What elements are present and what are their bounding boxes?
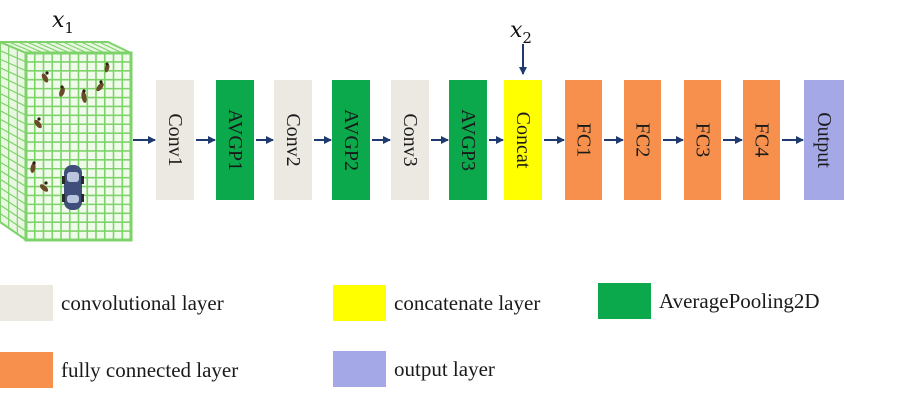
pedestrian-icon — [34, 117, 42, 129]
block-fc2: FC2 — [624, 80, 661, 200]
block-fc4-box — [743, 80, 780, 200]
layer-blocks: Conv1 AVGP1 Conv2 AVGP2 Conv3 AVGP3 Concat FC1 F… — [156, 80, 844, 200]
legend-swatch-concatenate — [333, 285, 386, 321]
legend-item-output: output layer — [333, 351, 495, 387]
pedestrian-icon — [39, 181, 49, 192]
legend-label-convolutional: convolutional layer — [61, 290, 224, 315]
block-avgp1-label: AVGP1 — [224, 109, 246, 171]
block-avgp3-label: AVGP3 — [457, 109, 479, 171]
block-conv3-box — [391, 80, 429, 200]
block-conv3-label: Conv3 — [399, 113, 421, 166]
legend-item-fully-connected: fully connected layer — [0, 352, 238, 388]
pedestrian-icons — [30, 62, 110, 192]
block-fc1: FC1 — [565, 80, 602, 200]
legend-swatch-fully-connected — [0, 352, 53, 388]
pedestrian-icon — [30, 161, 36, 173]
block-avgp2-box — [332, 80, 370, 200]
block-avgp3-box — [449, 80, 487, 200]
legend-label-fully-connected: fully connected layer — [61, 357, 239, 382]
legend-item-concatenate: concatenate layer — [333, 285, 540, 321]
block-fc4: FC4 — [743, 80, 780, 200]
car-icon — [62, 165, 84, 210]
block-conv2-box — [274, 80, 312, 200]
legend-label-avgpool: AveragePooling2D — [659, 288, 820, 313]
input-x1-label: x1 — [52, 8, 74, 37]
block-concat: Concat — [504, 80, 542, 200]
block-fc2-label: FC2 — [632, 123, 654, 157]
block-output: Output — [804, 80, 844, 200]
block-fc4-label: FC4 — [751, 123, 773, 157]
block-conv1-box — [156, 80, 194, 200]
block-output-label: Output — [813, 112, 835, 168]
block-avgp1: AVGP1 — [216, 80, 254, 200]
block-fc2-box — [624, 80, 661, 200]
pedestrian-icon — [104, 62, 110, 73]
pedestrian-icon — [81, 89, 87, 103]
block-conv2: Conv2 — [274, 80, 312, 200]
block-avgp3: AVGP3 — [449, 80, 487, 200]
legend-label-concatenate: concatenate layer — [394, 290, 541, 315]
block-conv2-label: Conv2 — [282, 113, 304, 166]
block-concat-label: Concat — [512, 112, 534, 169]
block-conv3: Conv3 — [391, 80, 429, 200]
block-fc3-box — [684, 80, 721, 200]
block-fc3: FC3 — [684, 80, 721, 200]
block-fc1-box — [565, 80, 602, 200]
legend-swatch-output — [333, 351, 386, 387]
pedestrian-icon — [41, 71, 49, 83]
legend-swatch-avgpool — [598, 283, 651, 319]
block-avgp2-label: AVGP2 — [340, 109, 362, 171]
grid-cube-icon — [0, 40, 133, 242]
legend-item-avgpool: AveragePooling2D — [598, 283, 820, 319]
pedestrian-icon — [59, 85, 65, 97]
pedestrian-icon — [96, 80, 104, 92]
block-fc1-label: FC1 — [573, 123, 595, 157]
legend-swatch-convolutional — [0, 285, 53, 321]
block-fc3-label: FC3 — [692, 123, 714, 157]
block-conv1-label: Conv1 — [164, 113, 186, 166]
block-output-box — [804, 80, 844, 200]
block-conv1: Conv1 — [156, 80, 194, 200]
legend-label-output: output layer — [394, 356, 495, 381]
legend-item-convolutional: convolutional layer — [0, 285, 224, 321]
input-x2-label: x2 — [510, 18, 532, 47]
block-concat-box — [504, 80, 542, 200]
block-avgp1-box — [216, 80, 254, 200]
block-avgp2: AVGP2 — [332, 80, 370, 200]
